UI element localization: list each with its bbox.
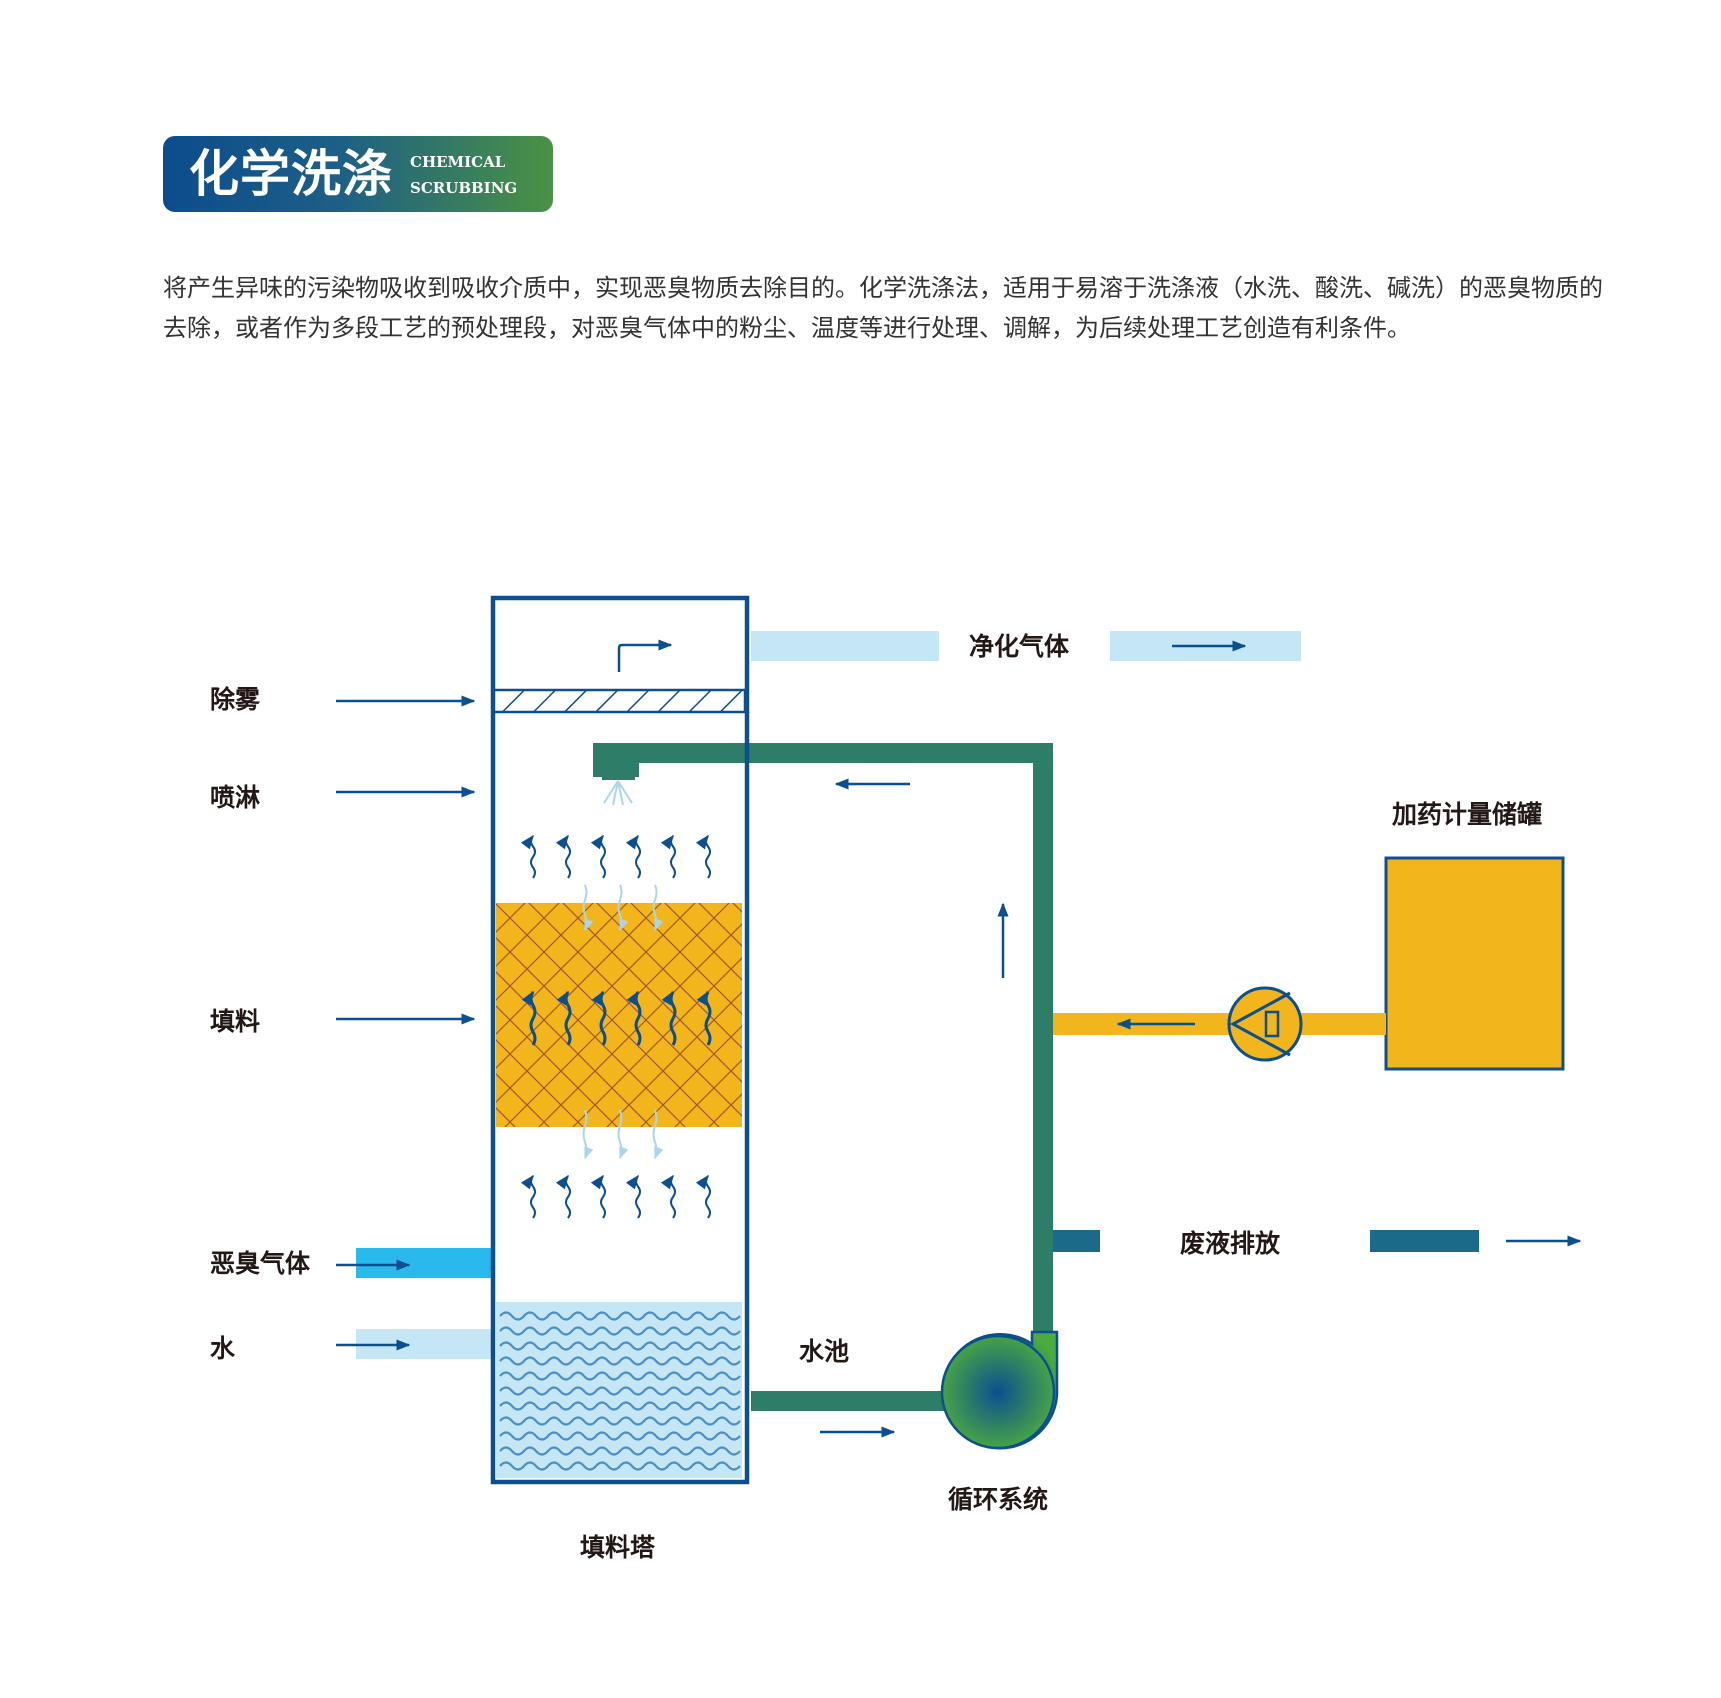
label-packing: 填料 — [210, 1007, 260, 1036]
exhaust-arrow — [617, 639, 673, 672]
packed-tower — [490, 595, 750, 1485]
gas-arrow — [555, 1174, 571, 1219]
title-en-line2: SCRUBBING — [410, 179, 518, 197]
spray-nozzle — [602, 766, 635, 780]
circulation-pump-body — [940, 1334, 1056, 1450]
pool-outlet-pipe — [751, 1391, 946, 1411]
gas-up-arrows-top — [520, 834, 711, 879]
gas-arrow — [626, 990, 642, 1046]
label-circulation: 循环系统 — [948, 1485, 1048, 1514]
gas-arrow — [660, 834, 676, 879]
label-pool: 水池 — [799, 1337, 849, 1366]
clean-gas-duct — [751, 631, 939, 661]
dosing-pump-chevron — [1229, 991, 1291, 1057]
dosing-tank — [1384, 856, 1565, 1071]
liquid-drop-arrow — [617, 884, 629, 932]
water-waves — [499, 1311, 741, 1471]
packing-layer — [496, 903, 742, 1127]
gas-up-arrows-bottom — [520, 1174, 711, 1219]
foul-gas-inlet-duct — [356, 1248, 493, 1278]
title-badge: 化学洗涤 CHEMICAL SCRUBBING — [163, 136, 553, 212]
gas-arrow — [625, 834, 641, 879]
gas-arrow — [591, 990, 607, 1046]
wave-line — [499, 1371, 741, 1381]
title-cn: 化学洗涤 — [189, 145, 393, 203]
liquid-drop-arrow — [582, 1109, 594, 1160]
label-dosing-tank: 加药计量储罐 — [1391, 800, 1542, 829]
wave-line — [499, 1431, 741, 1441]
gas-arrow — [625, 1174, 641, 1219]
wave-line — [499, 1461, 741, 1471]
wave-line — [499, 1326, 741, 1336]
wave-line — [499, 1356, 741, 1366]
gas-arrow — [555, 834, 571, 879]
gas-arrow — [660, 1174, 676, 1219]
intro-paragraph: 将产生异味的污染物吸收到吸收介质中，实现恶臭物质去除目的。化学洗涤法，适用于易溶… — [163, 274, 1603, 342]
wave-line — [499, 1401, 741, 1411]
gas-arrow — [590, 1174, 606, 1219]
gas-arrow — [696, 990, 712, 1046]
liquid-drop-arrow — [582, 884, 594, 932]
gas-arrow — [590, 834, 606, 879]
spray-pipe-top — [593, 743, 1053, 763]
wave-line — [499, 1416, 741, 1426]
gas-arrow — [695, 1174, 711, 1219]
liquid-drop-arrow — [617, 1109, 629, 1160]
gas-arrow — [661, 990, 677, 1046]
gas-arrow — [520, 1174, 536, 1219]
liquid-drop-arrow — [652, 1109, 664, 1160]
gas-arrow — [521, 990, 537, 1046]
spray-mist-icon — [603, 780, 633, 806]
wave-line — [499, 1386, 741, 1396]
waste-pipe-stub — [1053, 1230, 1100, 1252]
label-waste-discharge: 废液排放 — [1180, 1229, 1281, 1258]
gas-arrow — [695, 834, 711, 879]
demister-hatch — [494, 691, 744, 711]
dosing-pump-gauge — [1264, 1010, 1280, 1038]
waste-pipe — [1370, 1230, 1479, 1252]
wave-line — [499, 1446, 741, 1456]
label-foul-gas: 恶臭气体 — [210, 1249, 311, 1278]
gas-arrow — [556, 990, 572, 1046]
label-tower: 填料塔 — [580, 1533, 656, 1562]
label-demist: 除雾 — [210, 685, 261, 714]
wave-line — [499, 1341, 741, 1351]
title-en-line1: CHEMICAL — [410, 153, 506, 171]
riser-pipe — [1033, 743, 1053, 1338]
gas-up-arrows-packing — [521, 990, 712, 1046]
label-clean-gas: 净化气体 — [969, 632, 1070, 661]
label-water: 水 — [210, 1334, 236, 1363]
liquid-down-arrows — [582, 884, 664, 1160]
wave-line — [499, 1311, 741, 1321]
gas-arrow — [520, 834, 536, 879]
label-spray: 喷淋 — [210, 783, 260, 812]
liquid-drop-arrow — [652, 884, 664, 932]
dosing-line — [1053, 1013, 1386, 1035]
